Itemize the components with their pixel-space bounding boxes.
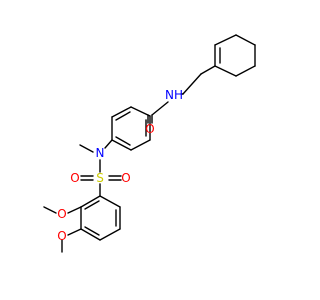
- benzene-ring-2: [80, 195, 121, 241]
- atom-o-methoxy-upper: O: [57, 207, 66, 221]
- atom-o-amide: O: [145, 122, 154, 136]
- molecule-canvas: NH O N S O O O O: [43, 34, 256, 253]
- methoxy-groups: [43, 206, 82, 253]
- atom-o-methoxy-lower: O: [57, 229, 66, 243]
- sulfonamide-group: [79, 139, 122, 197]
- atom-n-sulfonamide: N: [96, 146, 105, 160]
- ethyl-linker: [180, 65, 216, 95]
- atom-nh: NH: [165, 88, 183, 102]
- amide-group: [147, 101, 169, 124]
- atom-o-sulfonyl-left: O: [70, 171, 79, 185]
- molecule-structure: NH O N S O O O O: [43, 34, 256, 253]
- benzene-ring-1: [111, 106, 151, 151]
- cyclohexene-ring: [214, 34, 256, 77]
- atom-o-sulfonyl-right: O: [121, 171, 130, 185]
- atom-s: S: [96, 171, 104, 185]
